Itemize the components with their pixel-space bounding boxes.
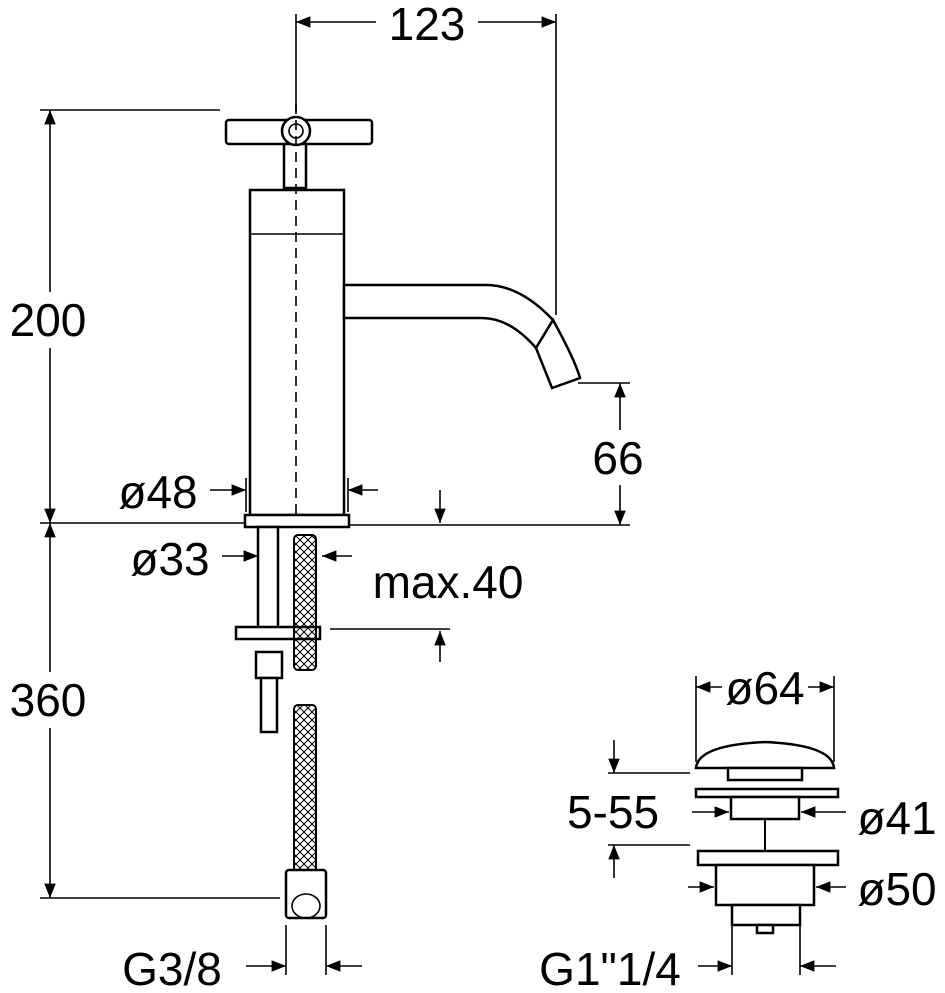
connector-thread: [291, 893, 321, 919]
waste-flange: [696, 849, 840, 867]
dim-spout-height: 66: [592, 432, 643, 484]
waste-tip: [755, 923, 775, 935]
spout: [342, 283, 555, 351]
faucet-body: [248, 188, 346, 517]
waste-outlet: [730, 903, 802, 927]
fixing-nut: [254, 650, 284, 680]
dim-waste-flange-diameter: ø50: [857, 863, 936, 915]
waste-cap: [694, 740, 836, 770]
threaded-rod: [259, 676, 279, 734]
dim-max-thickness: max.40: [373, 556, 524, 608]
faucet-base: [243, 513, 351, 529]
dim-waste-top-diameter: ø64: [725, 662, 804, 714]
supply-hose-lower: [293, 704, 317, 876]
dim-waste-range: 5-55: [567, 786, 659, 838]
dimension-lines: [40, 14, 846, 975]
dim-waste-stem-diameter: ø41: [857, 792, 936, 844]
waste-body: [714, 863, 816, 907]
dim-shank-diameter: ø33: [130, 533, 209, 585]
aerator: [534, 317, 582, 390]
dim-waste-thread: G1"1/4: [539, 943, 681, 993]
dim-body-diameter: ø48: [118, 466, 197, 518]
dim-width-total: 123: [389, 0, 466, 50]
dim-hose-thread: G3/8: [122, 943, 222, 993]
pop-up-waste: [694, 740, 840, 935]
supply-hose-upper: [293, 534, 317, 671]
shank: [256, 525, 280, 631]
waste-stem: [729, 795, 801, 821]
dim-height-body: 200: [10, 294, 87, 346]
dim-install-depth: 360: [10, 674, 87, 726]
waste-collar: [726, 766, 804, 782]
faucet: [224, 104, 582, 920]
handle-stem: [282, 142, 308, 190]
